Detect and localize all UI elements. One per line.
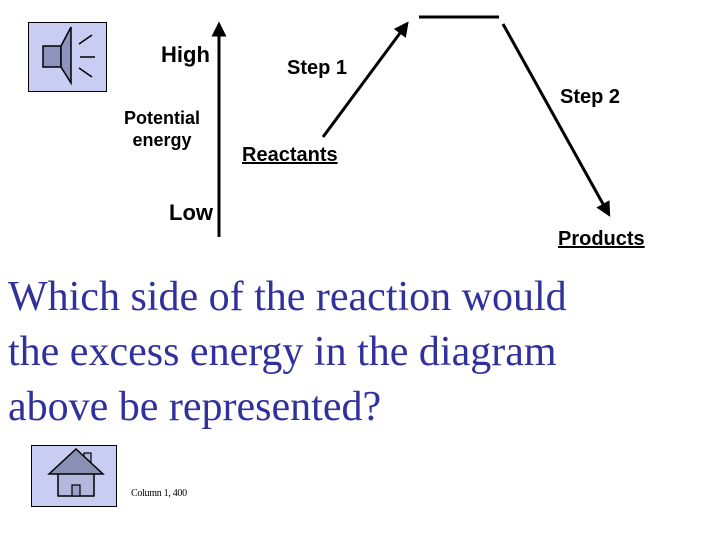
- question-line-1: Which side of the reaction would: [8, 274, 567, 320]
- axis-high-label: High: [161, 42, 210, 67]
- axis-low-label: Low: [169, 200, 213, 225]
- sound-button[interactable]: [28, 22, 107, 92]
- home-button[interactable]: [31, 445, 117, 507]
- speaker-icon: [29, 21, 106, 94]
- step1-label: Step 1: [287, 57, 348, 79]
- question-line-2: the excess energy in the diagram: [8, 329, 557, 375]
- axis-title-line2: energy: [132, 130, 192, 150]
- axis-title-line1: Potential: [123, 108, 200, 128]
- question-text: Which side of the reaction would the exc…: [8, 270, 720, 435]
- step2-arrow: [501, 23, 611, 217]
- reactants-label: Reactants: [242, 144, 338, 166]
- step2-label: Step 2: [560, 86, 621, 108]
- home-icon: [32, 444, 116, 509]
- question-line-3: above be represented?: [8, 384, 382, 430]
- products-label: Products: [558, 228, 645, 250]
- axis-title: Potential energy: [116, 107, 208, 151]
- step1-arrow: [321, 21, 409, 138]
- energy-diagram: [211, 15, 611, 237]
- slide-caption: Column 1, 400: [131, 488, 187, 499]
